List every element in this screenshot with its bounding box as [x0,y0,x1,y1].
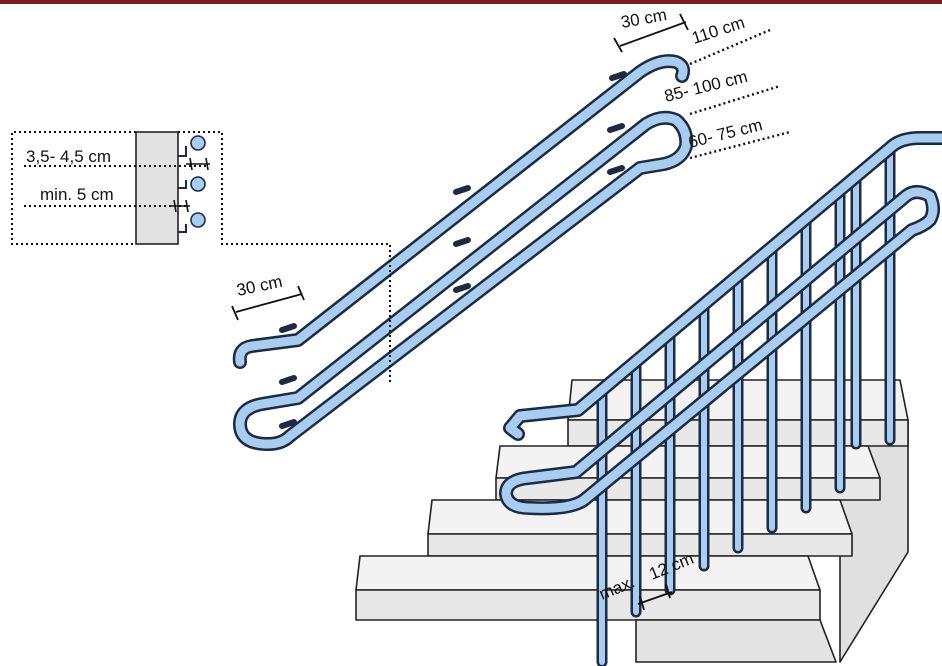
top-rail [235,56,688,367]
loop-rail [235,113,691,449]
stair-riser-1 [355,589,821,621]
stair-railings [499,131,942,516]
rail-bracket [279,419,297,429]
rail-bracket [453,185,471,195]
rail-bracket [607,123,625,133]
section-rails [178,135,206,233]
stair-front-block [635,619,837,663]
height-60-75-label: 60- 75 cm [686,115,764,152]
diameter-label: 3,5- 4,5 cm [26,147,111,166]
baluster-gap-dimension [637,583,673,611]
stair-lower-rail [501,187,938,513]
rail-bracket [607,165,625,175]
extension-top-label: 30 cm [619,5,668,32]
height-dimensions [689,28,791,160]
rail-bracket [279,375,297,385]
inset-dotted-frame [178,131,391,382]
extension-dimensions [231,13,689,321]
stair-tread-1 [355,555,821,591]
clearance-label: min. 5 cm [40,185,114,204]
rail-bracket [279,323,297,333]
height-85-100-label: 85- 100 cm [662,67,749,106]
rail-bracket [609,71,627,81]
top-bar [0,0,942,4]
height-110-label: 110 cm [689,13,747,48]
rail-bracket [453,283,471,293]
wall-handrails [232,54,694,451]
rail-brackets [279,71,627,429]
inset-dotted-frame-left [11,131,136,245]
rail-bracket [453,237,471,247]
wall-section [135,131,179,245]
extension-bottom-label: 30 cm [235,272,284,300]
cross-section-detail: 3,5- 4,5 cm min. 5 cm [11,131,391,382]
stair-upper-rail [505,133,942,439]
